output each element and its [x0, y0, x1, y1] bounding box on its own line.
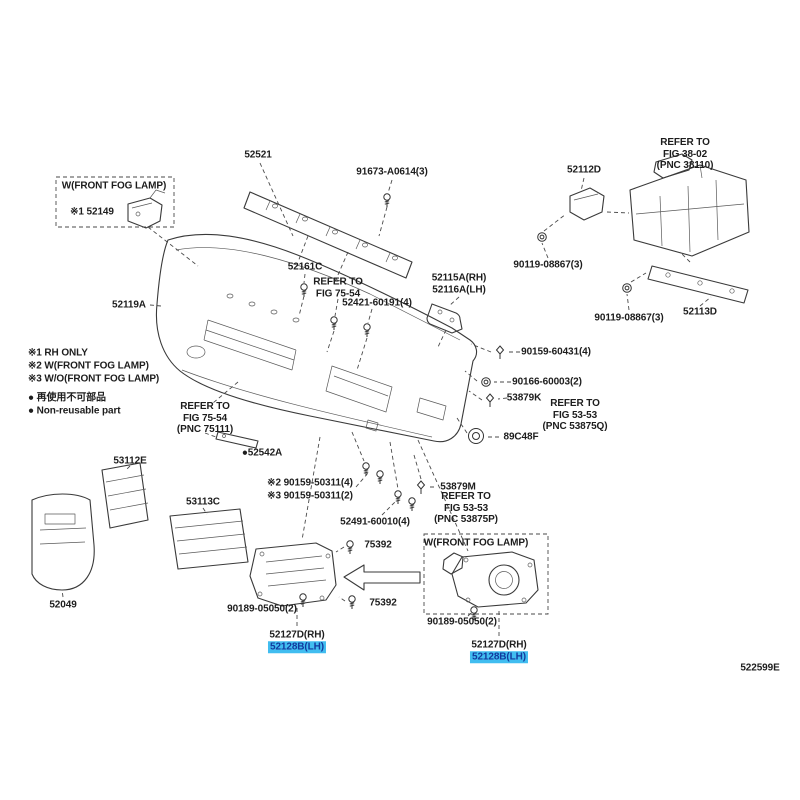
label-91673-A0614: 91673-A0614(3) [356, 166, 428, 178]
clip-90159-60431-icon [470, 343, 520, 360]
direction-arrow [343, 564, 421, 591]
label-w-front-fog-lamp-top: W(FRONT FOG LAMP) [61, 180, 167, 192]
note-rh-only: ※1 RH ONLY [28, 347, 88, 359]
bolt-91673-icon [378, 179, 393, 237]
label-90119-08867-b: 90119-08867(3) [594, 312, 664, 324]
label-refer-fig-38-02: REFER TO FIG 38-02 (PNC 38110) [656, 136, 714, 171]
bracket-52112D-drawing [569, 177, 630, 221]
label-52119A: 52119A [112, 299, 146, 311]
label-52049: 52049 [49, 599, 77, 611]
label-refer-fig-53-53-p: REFER TO FIG 53-53 (PNC 53875P) [434, 490, 498, 525]
label-90119-08867-a: 90119-08867(3) [513, 259, 583, 271]
label-89C48F: 89C48F [503, 431, 539, 443]
fog-bezel-left-drawing [249, 436, 337, 629]
clip-53879M-icon [413, 454, 437, 495]
label-53112E: 53112E [113, 455, 147, 467]
label-75392-a: 75392 [364, 539, 392, 551]
label-90159-50311-b: ※3 90159-50311(2) [267, 490, 353, 502]
label-w-front-fog-lamp-right: W(FRONT FOG LAMP) [423, 537, 529, 549]
label-53879M: 53879M [440, 481, 476, 493]
clip-52161C-icon [298, 273, 308, 317]
label-52112D: 52112D [567, 164, 601, 176]
screws-52491-icons [381, 441, 416, 516]
screw-75392-b-icon [338, 595, 356, 610]
bar-52113D-drawing [647, 251, 749, 307]
label-90159-50311-a: ※2 90159-50311(4) [267, 477, 353, 489]
label-52491-60010: 52491-60010(4) [340, 516, 410, 528]
grille-53113C-drawing [169, 507, 249, 570]
note-nonreusable-en: ● Non-reusable part [28, 405, 121, 417]
grommet-90166-60003-icon [464, 370, 511, 387]
label-52127D-b: 52127D(RH) [471, 639, 527, 651]
label-53879K: 53879K [506, 392, 542, 404]
label-52128B-b[interactable]: 52128B(LH) [469, 651, 529, 663]
bracket-52115A-drawing [426, 296, 463, 348]
radiator-support-drawing [629, 153, 750, 257]
label-52115A-52116A: 52115A(RH) 52116A(LH) [431, 272, 487, 296]
label-90189-05050-a: 90189-05050(2) [227, 603, 297, 615]
figure-code: 522599E [740, 662, 780, 674]
screw-75392-a-icon [335, 540, 354, 555]
label-75392-b: 75392 [369, 597, 397, 609]
label-90189-05050-b: 90189-05050(2) [427, 616, 497, 628]
label-refer-fig-75-54: REFER TO FIG 75-54 [313, 276, 363, 300]
nut-90119-b-icon [622, 272, 647, 311]
retainer-52542A-drawing [204, 381, 259, 449]
note-wo-front-fog-lamp: ※3 W/O(FRONT FOG LAMP) [28, 373, 160, 385]
nut-90119-a-icon [537, 213, 567, 259]
fog-lamp-option-box [55, 176, 199, 267]
label-refer-fig-53-53-q: REFER TO FIG 53-53 (PNC 53875Q) [542, 397, 608, 432]
cover-52049-drawing [31, 493, 95, 598]
label-52521: 52521 [244, 149, 272, 161]
screws-90159-50311-icons [351, 431, 384, 488]
grommet-89C48F-icon [456, 417, 499, 444]
note-w-front-fog-lamp: ※2 W(FRONT FOG LAMP) [28, 360, 149, 372]
fog-assembly-right-drawing [417, 439, 549, 638]
label-52421-60191: 52421-60191(4) [342, 297, 412, 309]
bumper-reinforcement-drawing [243, 162, 413, 285]
note-nonreusable-jp: ● 再使用不可部品 [28, 392, 106, 404]
label-52128B-a[interactable]: 52128B(LH) [267, 641, 327, 653]
label-52542A: ●52542A [241, 447, 283, 459]
clip-53879K-icon [468, 390, 508, 408]
screws-52421-icons [326, 298, 373, 371]
label-52149: ※1 52149 [70, 206, 114, 218]
bumper-cover-drawing [149, 233, 478, 443]
label-53113C: 53113C [186, 496, 220, 508]
label-52161C: 52161C [287, 261, 323, 273]
label-refer-fig-75-54-pnc-75111: REFER TO FIG 75-54 (PNC 75111) [176, 400, 234, 435]
grille-53112E-drawing [101, 462, 149, 529]
label-90159-60431: 90159-60431(4) [521, 346, 591, 358]
label-90166-60003: 90166-60003(2) [512, 376, 582, 388]
label-52113D: 52113D [683, 306, 717, 318]
label-52127D-a: 52127D(RH) [269, 629, 325, 641]
